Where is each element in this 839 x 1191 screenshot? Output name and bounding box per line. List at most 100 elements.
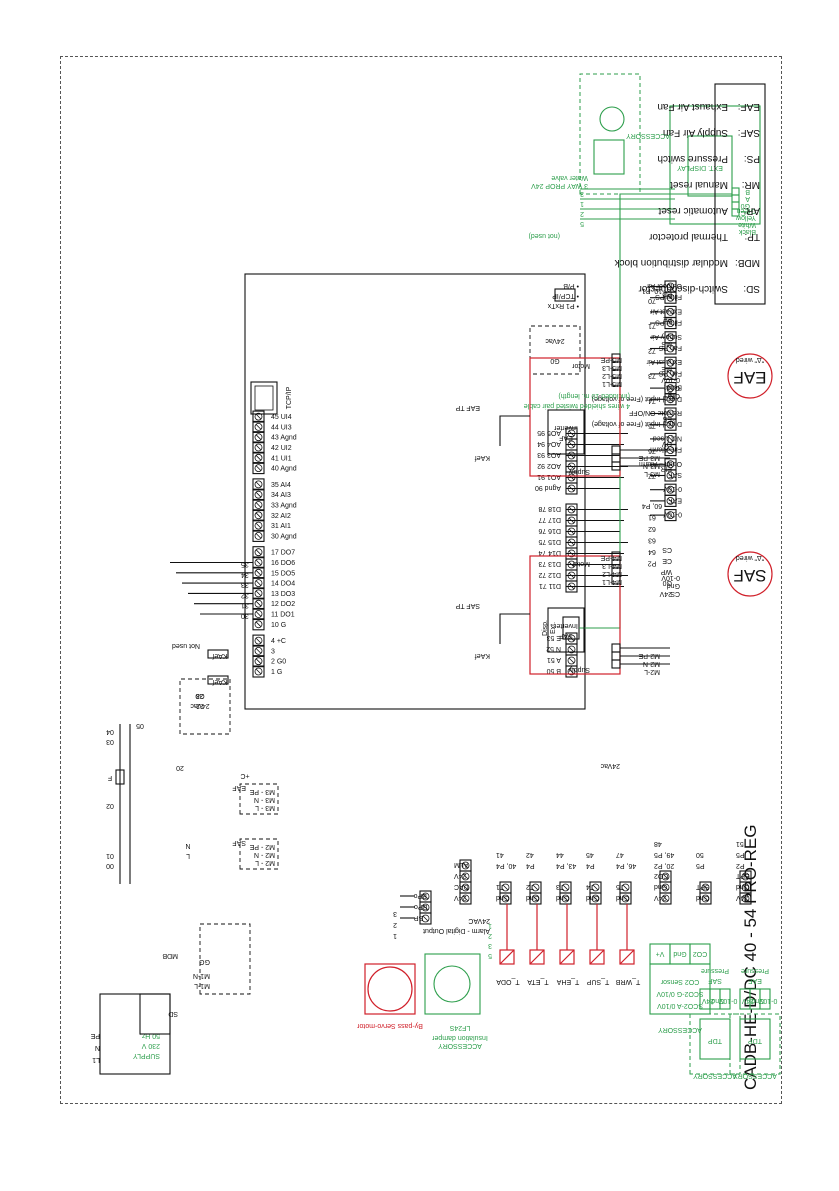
output-num: 61 <box>648 514 656 521</box>
co2-label: SCO2-G 0/10V <box>656 990 703 997</box>
input-term-code: MS <box>661 340 672 347</box>
co2-cell-label: Gnd <box>673 950 686 957</box>
damper-model: LF24S <box>449 1024 470 1031</box>
screw-icon <box>666 282 675 291</box>
terminal-right-label: AO4 94 <box>537 440 561 447</box>
terminal-left-label: 32 AI2 <box>271 513 291 520</box>
terminal-left-1 <box>252 655 265 668</box>
input-num: 71 <box>648 322 656 329</box>
screw-slot <box>592 895 599 902</box>
bypass-wire-num: 1 <box>393 932 397 939</box>
pressure-term: Gnd <box>736 883 749 890</box>
legend-text: Manual reset <box>670 179 728 190</box>
input-label: Open = Alarm <box>639 460 682 467</box>
legend-text: Switch-disconnector <box>638 283 728 294</box>
not-used-label: Not used <box>172 642 200 649</box>
screw-slot <box>462 873 469 880</box>
output-term-code: CE <box>662 557 672 564</box>
input-num: 73 <box>648 372 656 379</box>
output-num: 60, P4 <box>642 502 662 509</box>
screw-icon <box>254 521 263 530</box>
terminal-left-13 <box>252 519 265 532</box>
eaf-motor-box <box>529 357 621 477</box>
screw-icon <box>666 358 675 367</box>
input-label: Fan PS <box>658 369 682 376</box>
screw-slot <box>667 320 674 326</box>
screw-slot <box>622 884 629 891</box>
eaf-supply-term: M3-PE <box>638 454 660 461</box>
sensor-terminal <box>589 881 602 894</box>
legend-abbr: PS: <box>744 153 760 164</box>
co2-cell-label: CO2 <box>693 950 708 957</box>
terminal-left-label: 16 DO6 <box>271 560 295 567</box>
supply-label: 50 Hz. <box>140 1032 160 1039</box>
screw-icon <box>741 894 750 903</box>
co2-terminal <box>659 870 672 883</box>
do-wire-num: 32 <box>241 591 249 598</box>
pressure-wire-num: 50 <box>696 851 704 858</box>
saf-tp-row: M2 - N <box>254 851 275 858</box>
screw-slot <box>568 646 575 653</box>
terminal-left-label: 42 UI2 <box>271 445 292 452</box>
screw-slot <box>255 559 262 566</box>
fuse-label: F <box>108 774 112 781</box>
screw-icon <box>561 883 570 892</box>
sensor-name: T_EHA <box>556 978 579 985</box>
screw-icon <box>666 471 675 480</box>
gg-label: GG <box>199 958 210 965</box>
sensor-wire-num: 41 <box>496 851 504 858</box>
screw-slot <box>462 862 469 869</box>
damper-term: ALM <box>454 861 469 868</box>
screw-icon <box>254 657 263 666</box>
saf-supply-term-box <box>611 659 621 669</box>
screw-icon <box>254 453 263 462</box>
terminal-left-14 <box>252 509 265 522</box>
legend-abbr: TP: <box>744 231 760 242</box>
screw-icon <box>666 384 675 392</box>
eaf-supply-term-box <box>611 445 621 455</box>
wire-num: 22 <box>196 702 204 709</box>
sensor-term: Gnd <box>586 894 599 901</box>
input-num: 77 <box>648 472 656 479</box>
valve-wire-num: 3 <box>580 190 584 197</box>
input-num: 75 <box>648 422 656 429</box>
screw-icon <box>421 914 430 923</box>
screw-slot <box>667 472 674 479</box>
valve-wire-num: 5 <box>580 220 584 227</box>
legend-text: Pressure switch <box>657 153 728 164</box>
terminal-left-label: 31 AI1 <box>271 523 291 530</box>
legend-box <box>714 83 766 305</box>
screw-icon <box>254 480 263 489</box>
m1n-label: M1-N <box>193 972 210 979</box>
sensor-terminal <box>559 881 572 894</box>
terminal-left-label: 4 +C <box>271 638 286 645</box>
screw-slot <box>422 915 429 922</box>
screw-icon <box>567 645 576 654</box>
screw-slot <box>255 668 262 675</box>
pressure-wire-num: P5 <box>696 862 705 869</box>
ext-display-wire: White <box>738 221 756 228</box>
fuse-icon <box>115 769 125 785</box>
pressure-acc-box <box>729 1013 781 1075</box>
saf-inverter-label: Inverter <box>553 622 577 629</box>
legend-text: Supply Air Fan <box>663 127 728 138</box>
eaf-tp-row: M3 - PE <box>249 788 275 795</box>
screw-slot <box>255 621 262 628</box>
valve-not-used: (not used) <box>528 232 560 239</box>
wire-num: 03 <box>106 738 114 745</box>
screw-icon <box>421 892 430 901</box>
screw-slot <box>255 512 262 519</box>
screw-slot <box>667 410 674 417</box>
g0-24vac-label: 24Vac <box>545 337 565 344</box>
legend-abbr: SD: <box>743 283 760 294</box>
bypass-terminal <box>419 890 432 903</box>
ext-display-pin-label: A <box>745 195 750 202</box>
sensor-wire-num: P4 <box>586 862 595 869</box>
valve-wire-num: 1 <box>580 200 584 207</box>
screw-slot <box>462 895 469 902</box>
co2-term: Gnd <box>654 883 667 890</box>
screw-icon <box>531 883 540 892</box>
legend-abbr: AR: <box>743 205 760 216</box>
screw-icon <box>254 433 263 442</box>
eaf-tp-label: EAF TP <box>455 404 480 411</box>
